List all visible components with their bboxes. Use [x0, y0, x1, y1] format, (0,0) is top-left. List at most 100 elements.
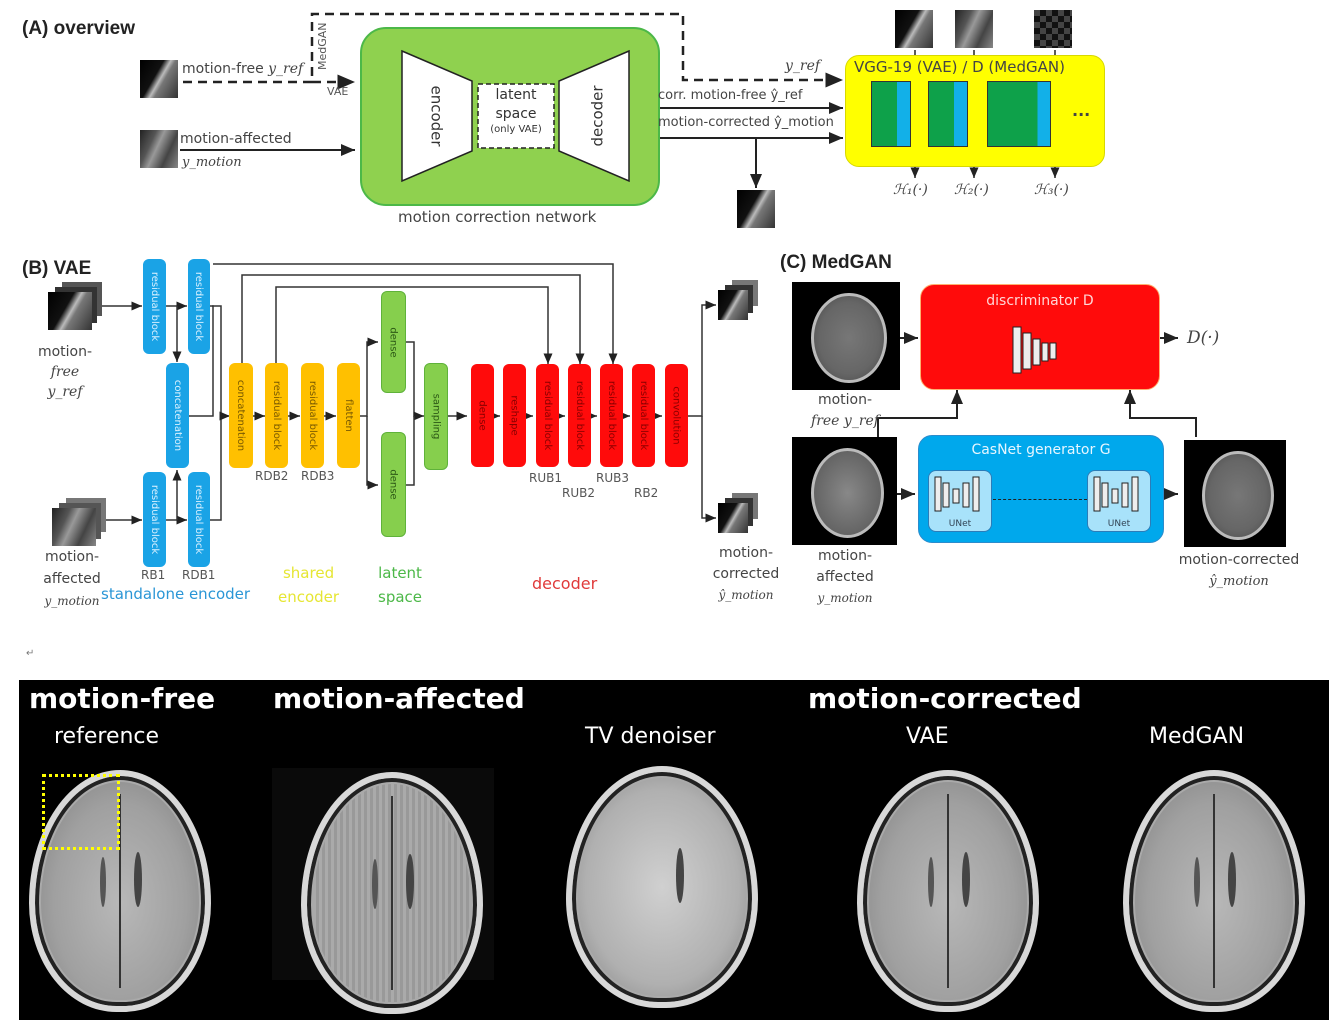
vae-input-affected-stack	[52, 508, 96, 546]
brain-motion-affected	[301, 772, 483, 1014]
motion-free-thumbnail	[140, 60, 178, 98]
y-ref-label: y_ref	[785, 58, 821, 74]
block-rub2: residual block	[568, 364, 591, 467]
vgg-title: VGG-19 (VAE) / D (MedGAN)	[854, 58, 1065, 76]
tag-rb1: RB1	[141, 568, 166, 582]
tag-rub3: RUB3	[596, 471, 629, 485]
column-label-medgan: MedGAN	[1149, 724, 1245, 749]
group-standalone-encoder: standalone encoder	[101, 585, 251, 603]
group-title-motion-corrected: motion-corrected	[808, 682, 1082, 715]
medgan-tag: MedGAN	[316, 22, 329, 70]
feature-thumbnail-3	[1034, 10, 1072, 48]
motion-free-label: motion-free y_ref	[182, 61, 304, 77]
feature-h1: ℋ₁(·)	[893, 182, 928, 198]
panel-c-title: (C) MedGAN	[780, 252, 892, 273]
medgan-motion-affected-label: motion- affected y_motion	[816, 548, 874, 605]
generator-box: CasNet generator G UNet UNet	[918, 435, 1164, 543]
motion-affected-label: motion-affected	[180, 131, 292, 147]
group-shared-encoder: shared encoder	[278, 564, 340, 606]
block-sampling: sampling	[424, 363, 448, 470]
tag-rub2: RUB2	[562, 486, 595, 500]
vgg-discriminator-box: VGG-19 (VAE) / D (MedGAN) ...	[845, 55, 1105, 167]
network-caption: motion correction network	[398, 208, 597, 226]
group-title-motion-affected: motion-affected	[273, 682, 525, 715]
medgan-motion-corrected-label: motion-corrected ŷ_motion	[1178, 552, 1300, 589]
column-label-reference: reference	[54, 724, 160, 749]
motion-correction-network: encoder decoder latent space (only VAE)	[360, 27, 660, 206]
decoder-trapezoid	[558, 49, 630, 183]
column-label-tv-denoiser: TV denoiser	[585, 724, 716, 749]
vae-input-free-label: motion- free y_ref	[37, 344, 93, 400]
panel-b-title: (B) VAE	[22, 258, 92, 279]
block-rb-top: residual block	[143, 259, 166, 354]
vae-input-free-stack	[48, 292, 92, 330]
tag-rdb3: RDB3	[301, 469, 335, 483]
block-rub1: residual block	[536, 364, 559, 467]
group-decoder: decoder	[532, 574, 598, 593]
generator-label: CasNet generator G	[971, 442, 1111, 458]
motion-affected-thumbnail	[140, 130, 178, 168]
block-rdb2: residual block	[265, 363, 288, 468]
unet-1-icon	[934, 476, 980, 512]
brain-medgan	[1123, 770, 1305, 1012]
vgg-block-1	[871, 81, 911, 147]
tag-rdb2: RDB2	[255, 469, 289, 483]
vae-output-top-stack	[718, 290, 748, 320]
block-concat-shared: concatenation	[229, 363, 253, 468]
feature-h3: ℋ₃(·)	[1034, 182, 1069, 198]
vgg-block-2	[928, 81, 968, 147]
brain-reference	[29, 770, 211, 1012]
medgan-motion-free-label: motion- free y_ref	[811, 392, 879, 429]
corrected-motion-free-label: corr. motion-free ŷ_ref	[658, 88, 803, 103]
block-rb-bottom: residual block	[143, 472, 166, 567]
decoder-label: decoder	[588, 85, 607, 147]
discriminator-box: discriminator D	[920, 284, 1160, 390]
panel-a-title: (A) overview	[22, 18, 135, 39]
block-rdb3: residual block	[301, 363, 324, 468]
results-panel: motion-free motion-affected motion-corre…	[19, 680, 1329, 1020]
vae-tag: VAE	[327, 85, 349, 98]
block-rb2: residual block	[632, 364, 655, 467]
connector-lines	[96, 12, 1197, 525]
tag-rb2: RB2	[634, 486, 659, 500]
medgan-motion-affected-image	[792, 437, 897, 545]
output-thumbnail	[737, 190, 775, 228]
unet-1: UNet	[928, 470, 992, 532]
medgan-motion-free-image	[792, 282, 900, 390]
zoom-region-highlight	[42, 774, 120, 850]
vae-input-affected-label: motion- affected y_motion	[43, 549, 101, 608]
encoder-decoder-shapes	[401, 49, 630, 183]
y-motion-label: y_motion	[182, 155, 242, 170]
block-dense-top: dense	[381, 291, 406, 393]
feature-thumbnail-1	[895, 10, 933, 48]
column-label-vae: VAE	[906, 724, 949, 749]
block-rdb-top: residual block	[188, 259, 210, 354]
block-flatten: flatten	[337, 363, 360, 468]
block-decoder-dense: dense	[471, 364, 494, 467]
discriminator-output: D(·)	[1187, 328, 1220, 348]
encoder-label: encoder	[427, 85, 446, 147]
motion-corrected-label: motion-corrected ŷ_motion	[658, 115, 834, 130]
brain-tv-denoiser	[566, 766, 758, 1008]
tag-rdb1: RDB1	[182, 568, 216, 582]
paragraph-mark: ↵	[26, 648, 35, 659]
discriminator-network-icon	[1012, 326, 1057, 374]
discriminator-label: discriminator D	[986, 293, 1094, 309]
tag-rub1: RUB1	[529, 471, 562, 485]
latent-space-label: latent space (only VAE)	[490, 87, 542, 135]
feature-thumbnail-2	[955, 10, 993, 48]
block-dense-bottom: dense	[381, 432, 406, 537]
medgan-motion-corrected-image	[1184, 440, 1286, 547]
group-latent-space: latent space	[378, 564, 423, 606]
unet-2-icon	[1093, 476, 1139, 512]
vgg-ellipsis: ...	[1072, 101, 1091, 120]
encoder-trapezoid	[401, 49, 473, 183]
vae-output-label: motion- corrected ŷ_motion	[712, 545, 780, 602]
feature-h2: ℋ₂(·)	[954, 182, 989, 198]
brain-vae	[857, 770, 1039, 1012]
group-title-motion-free: motion-free	[29, 682, 216, 715]
block-concat-standalone: concatenation	[166, 363, 189, 468]
latent-space-box	[477, 83, 555, 149]
vae-output-bottom-stack	[718, 503, 748, 533]
unet-cascade-link	[993, 499, 1087, 500]
